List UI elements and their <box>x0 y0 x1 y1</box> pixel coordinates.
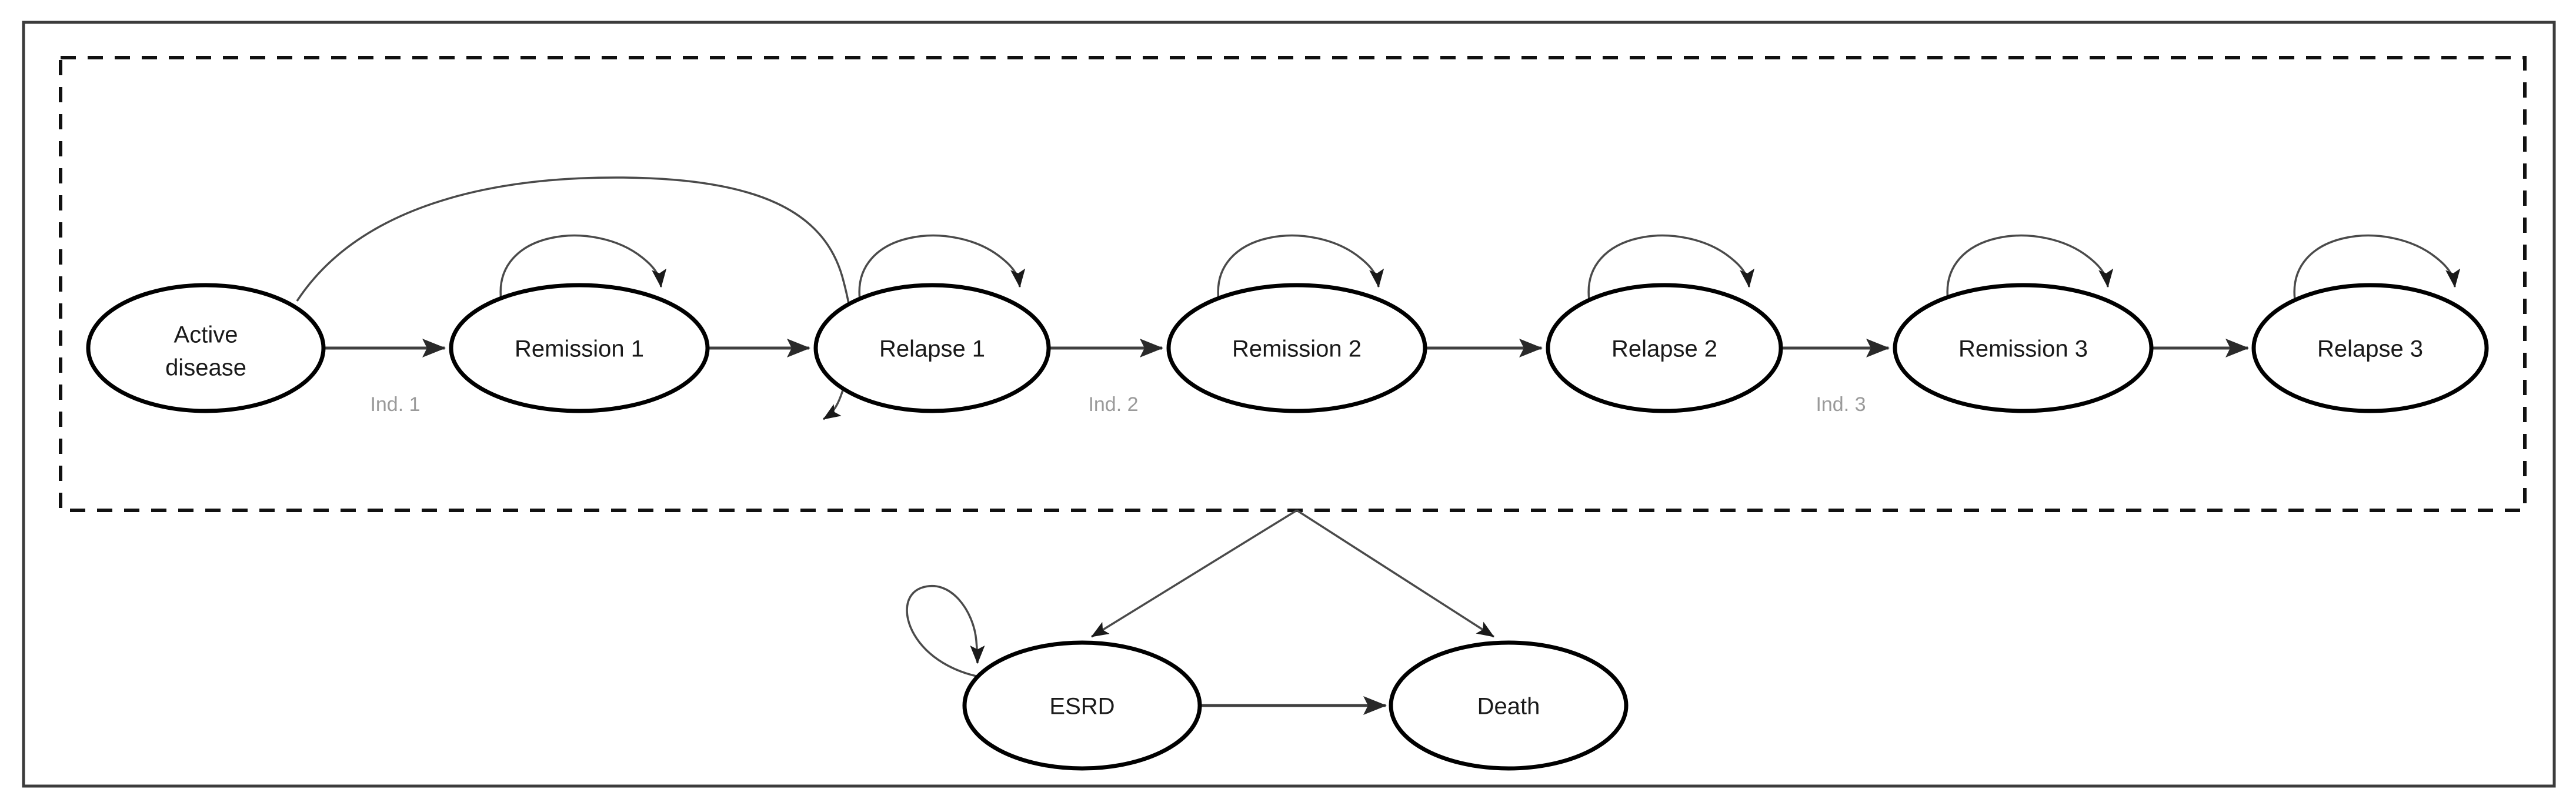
node-shape-remission3[interactable] <box>1893 283 2154 413</box>
node-label-death: Death <box>1477 694 1540 720</box>
node-label-remission3: Remission 3 <box>1958 336 2088 362</box>
figure-border <box>22 21 2556 788</box>
node-label-remission1: Remission 1 <box>515 336 644 362</box>
node-shape-active[interactable] <box>86 283 326 413</box>
node-death[interactable]: Death <box>1389 640 1629 771</box>
node-shape-death[interactable] <box>1389 640 1629 771</box>
relapsing-remitting-group-box <box>59 56 2527 512</box>
edge-group-to-esrd <box>1091 509 1297 638</box>
node-label-esrd: ESRD <box>1049 694 1115 720</box>
node-relapse-1[interactable]: Relapse 1 <box>813 283 1051 413</box>
node-shape-relapse1[interactable] <box>813 283 1051 413</box>
self-loop-relapse3 <box>2293 235 2461 300</box>
node-relapse-3[interactable]: Relapse 3 <box>2251 283 2489 413</box>
node-shape-relapse3[interactable] <box>2251 283 2489 413</box>
self-loop-esrd <box>906 584 995 680</box>
node-remission-3[interactable]: Remission 3 <box>1893 283 2154 413</box>
self-loop-remission1 <box>499 235 667 300</box>
node-label-active-line2: disease <box>165 355 246 381</box>
node-label-relapse3: Relapse 3 <box>2317 336 2423 362</box>
node-relapse-2[interactable]: Relapse 2 <box>1546 283 1783 413</box>
node-shape-relapse2[interactable] <box>1546 283 1783 413</box>
edge-group-to-death <box>1296 509 1494 638</box>
node-remission-1[interactable]: Remission 1 <box>449 283 710 413</box>
node-shape-remission2[interactable] <box>1166 283 1427 413</box>
node-shape-esrd[interactable] <box>962 640 1202 771</box>
node-label-relapse1: Relapse 1 <box>879 336 985 362</box>
edge-label-ind-1: Ind. 1 <box>370 393 420 416</box>
node-shape-remission1[interactable] <box>449 283 710 413</box>
edge-label-ind-3: Ind. 3 <box>1816 393 1866 416</box>
node-label-remission2: Remission 2 <box>1232 336 1362 362</box>
node-label-relapse2: Relapse 2 <box>1611 336 1717 362</box>
self-loop-relapse2 <box>1587 235 1755 300</box>
self-loop-remission3 <box>1946 235 2114 300</box>
self-loop-remission2 <box>1217 235 1384 300</box>
node-active-disease[interactable]: Active disease <box>86 283 326 413</box>
edge-label-ind-2: Ind. 2 <box>1088 393 1138 416</box>
node-esrd[interactable]: ESRD <box>962 640 1202 771</box>
self-loop-relapse1 <box>858 235 1026 300</box>
node-label-active-line1: Active <box>174 322 238 348</box>
node-remission-2[interactable]: Remission 2 <box>1166 283 1427 413</box>
